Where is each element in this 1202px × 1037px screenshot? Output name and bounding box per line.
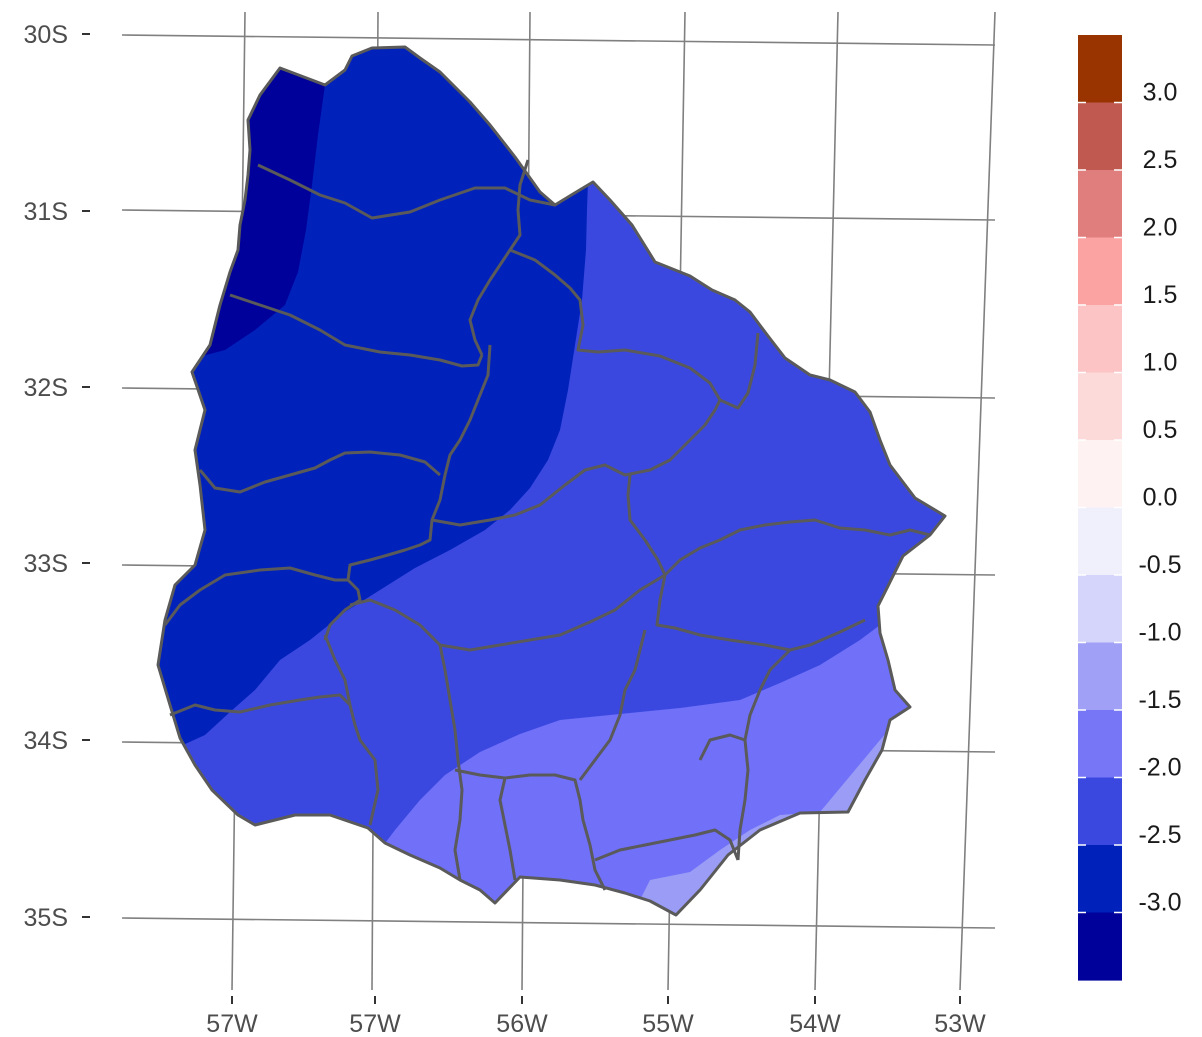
legend-band: [1078, 575, 1122, 644]
legend-band: [1078, 440, 1122, 509]
legend-label: -2.5: [1138, 821, 1181, 849]
legend-labels: 3.0 2.5 2.0 1.5 1.0 0.5 0.0 -0.5 -1.0 -1.5 -2.0 -2.…: [1138, 79, 1181, 917]
lon-tick-label: 57W: [349, 1010, 401, 1037]
graticule-lat-line: [121, 34, 996, 46]
legend-label: -3.0: [1138, 889, 1181, 917]
legend-band: [1078, 102, 1122, 171]
lat-tick-label: 35S: [24, 904, 68, 932]
legend-label: -1.0: [1138, 619, 1181, 647]
lat-tick-label: 32S: [24, 374, 68, 402]
lon-tick-label: 53W: [934, 1010, 986, 1037]
legend-band: [1078, 710, 1122, 779]
legend-band: [1078, 35, 1122, 104]
legend-label: 2.5: [1143, 146, 1178, 174]
legend-band: [1078, 845, 1122, 914]
legend-label: -0.5: [1138, 551, 1181, 579]
legend-label: -1.5: [1138, 686, 1181, 714]
legend-color-bands: [1078, 35, 1122, 981]
legend-label: 0.5: [1143, 416, 1178, 444]
legend-band: [1078, 642, 1122, 711]
legend-label: 0.0: [1143, 484, 1178, 512]
lat-tick-label: 31S: [24, 198, 68, 226]
legend-band: [1078, 372, 1122, 441]
legend-band: [1078, 305, 1122, 374]
legend-label: 1.0: [1143, 349, 1178, 377]
legend-label: 2.0: [1143, 214, 1178, 242]
longitude-axis: 57W 57W 56W 55W 54W 53W: [206, 996, 986, 1037]
graticule-lat-line: [121, 917, 996, 929]
legend-label: -2.0: [1138, 754, 1181, 782]
department-borders: [163, 159, 931, 891]
legend-label: 1.5: [1143, 281, 1178, 309]
value-zones: [158, 47, 945, 915]
lon-tick-label: 55W: [642, 1010, 694, 1037]
lon-tick-label: 57W: [206, 1010, 258, 1037]
graticule-lon-line: [959, 11, 996, 991]
legend-band: [1078, 912, 1122, 981]
lon-tick-label: 54W: [789, 1010, 841, 1037]
color-legend: 3.0 2.5 2.0 1.5 1.0 0.5 0.0 -0.5 -1.0 -1.5 -2.0 -2.…: [1078, 35, 1182, 981]
legend-band: [1078, 237, 1122, 306]
country-outline: [156, 45, 947, 917]
lat-tick-label: 34S: [24, 727, 68, 755]
lon-tick-label: 56W: [496, 1010, 548, 1037]
legend-label: 3.0: [1143, 79, 1178, 107]
latitude-axis: 30S 31S 32S 33S 34S 35S: [24, 21, 90, 932]
legend-band: [1078, 170, 1122, 239]
legend-band: [1078, 507, 1122, 576]
lat-tick-label: 33S: [24, 550, 68, 578]
lat-tick-label: 30S: [24, 21, 68, 49]
legend-band: [1078, 777, 1122, 846]
legend-ticks: [1078, 101, 1122, 914]
